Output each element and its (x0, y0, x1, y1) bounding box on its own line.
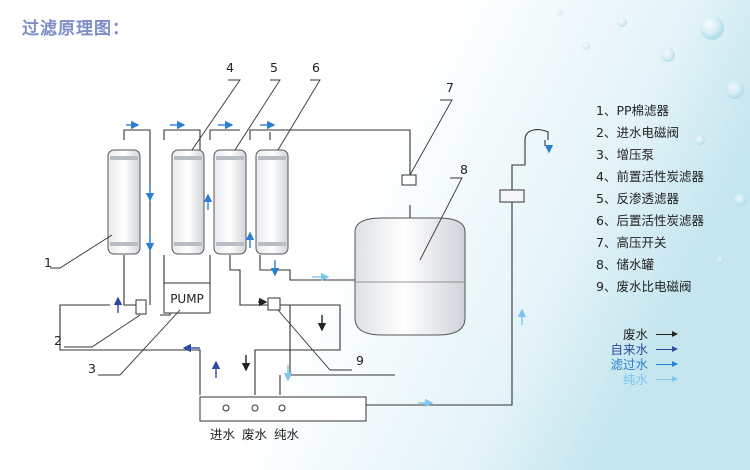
arrow-right-icon (656, 330, 678, 337)
post-carbon-filter (255, 149, 289, 255)
flow-legend: 废水 自来水 滤过水 纯水 (598, 327, 678, 387)
port-label-pure: 纯水 (274, 427, 300, 442)
callout-3: 3 (88, 361, 96, 376)
faucet-base (499, 189, 525, 203)
flow-legend-label: 纯水 (622, 372, 648, 387)
flow-legend-waste: 废水 (598, 327, 678, 342)
callout-5: 5 (270, 60, 278, 75)
arrow-right-icon (656, 360, 678, 367)
pp-filter (107, 149, 141, 255)
callout-leaders (50, 79, 463, 376)
callout-6: 6 (312, 60, 320, 75)
ro-membrane-filter (213, 149, 247, 255)
legend-item: 8、储水罐 (596, 257, 654, 272)
callout-9: 9 (356, 353, 364, 368)
callout-1: 1 (44, 255, 52, 270)
page-title: 过滤原理图： (22, 19, 130, 39)
legend-item: 5、反渗透滤器 (596, 191, 679, 206)
legend-item: 7、高压开关 (596, 235, 667, 250)
legend-item: 4、前置活性炭滤器 (596, 169, 704, 184)
flow-legend-label: 滤过水 (610, 357, 648, 372)
legend-item: 1、PP棉滤器 (596, 103, 670, 118)
callout-2: 2 (54, 333, 62, 348)
pump-box (163, 282, 211, 314)
component-legend: 1、PP棉滤器 2、进水电磁阀 3、增压泵 4、前置活性炭滤器 5、反渗透滤器 … (596, 100, 704, 298)
callout-8: 8 (460, 162, 468, 177)
flow-legend-label: 自来水 (610, 342, 648, 357)
inlet-port (222, 404, 230, 412)
arrow-right-icon (656, 375, 678, 382)
flow-arrows (113, 120, 554, 408)
port-label-waste: 废水 (242, 427, 268, 442)
waste-port (251, 404, 259, 412)
legend-item: 3、增压泵 (596, 147, 654, 162)
arrow-right-icon (656, 345, 678, 352)
pure-port (278, 404, 286, 412)
flow-legend-label: 废水 (622, 327, 648, 342)
high-pressure-switch (401, 174, 417, 186)
callout-4: 4 (226, 60, 234, 75)
waste-ratio-valve (267, 297, 281, 311)
filter-housings (107, 149, 289, 255)
port-label-inlet: 进水 (210, 427, 236, 442)
legend-item: 9、废水比电磁阀 (596, 279, 692, 294)
flow-legend-pure: 纯水 (598, 372, 678, 387)
storage-tank (354, 217, 466, 336)
flow-legend-filtered: 滤过水 (598, 357, 678, 372)
callout-7: 7 (446, 80, 454, 95)
pre-carbon-filter (171, 149, 205, 255)
legend-item: 6、后置活性炭滤器 (596, 213, 704, 228)
inlet-solenoid-valve (135, 299, 147, 315)
flow-legend-tap: 自来水 (598, 342, 678, 357)
pump-label: PUMP (170, 292, 204, 306)
legend-item: 2、进水电磁阀 (596, 125, 679, 140)
